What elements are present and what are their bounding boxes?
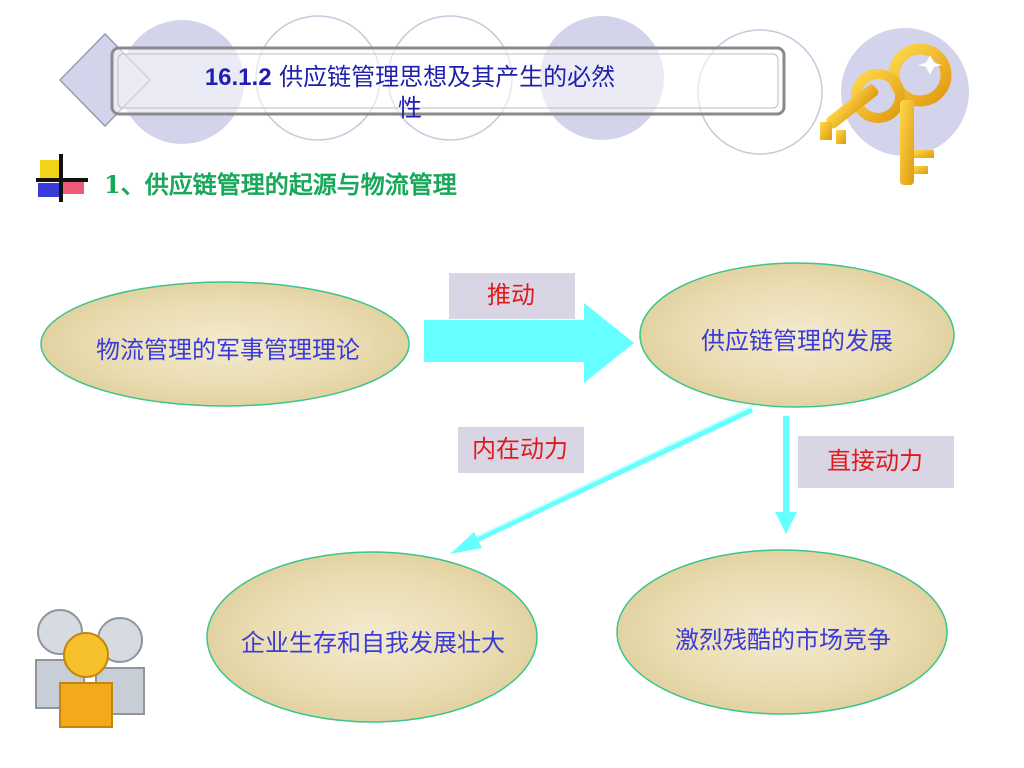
label-internal: 内在动力 — [456, 425, 584, 473]
title-continued: 性 — [398, 94, 422, 122]
node-competition-label: 激烈残酷的市场竞争 — [675, 626, 891, 654]
node-enterprise-shape — [206, 551, 538, 723]
node-development-shape — [639, 262, 955, 408]
title-bar — [110, 46, 786, 116]
direct-arrow — [775, 416, 797, 534]
label-push: 推动 — [447, 271, 575, 319]
bullet-icon — [36, 154, 88, 202]
push-arrow — [424, 303, 634, 383]
node-military-shape — [40, 281, 410, 407]
node-military-label: 物流管理的军事管理理论 — [96, 336, 360, 364]
keys-icon — [820, 43, 952, 185]
node-development-label: 供应链管理的发展 — [701, 327, 893, 355]
title-main: 供应链管理思想及其产生的必然 — [271, 63, 616, 91]
people-icon — [35, 609, 145, 728]
section-subtitle: 1、供应链管理的起源与物流管理 — [104, 170, 457, 199]
page-title: 16.1.2 供应链管理思想及其产生的必然 性 — [150, 62, 670, 123]
internal-arrow — [450, 403, 757, 554]
title-number: 16.1.2 — [204, 64, 272, 91]
node-enterprise-label: 企业生存和自我发展壮大 — [241, 629, 505, 657]
label-direct: 直接动力 — [796, 434, 954, 488]
node-competition-shape — [616, 549, 948, 715]
